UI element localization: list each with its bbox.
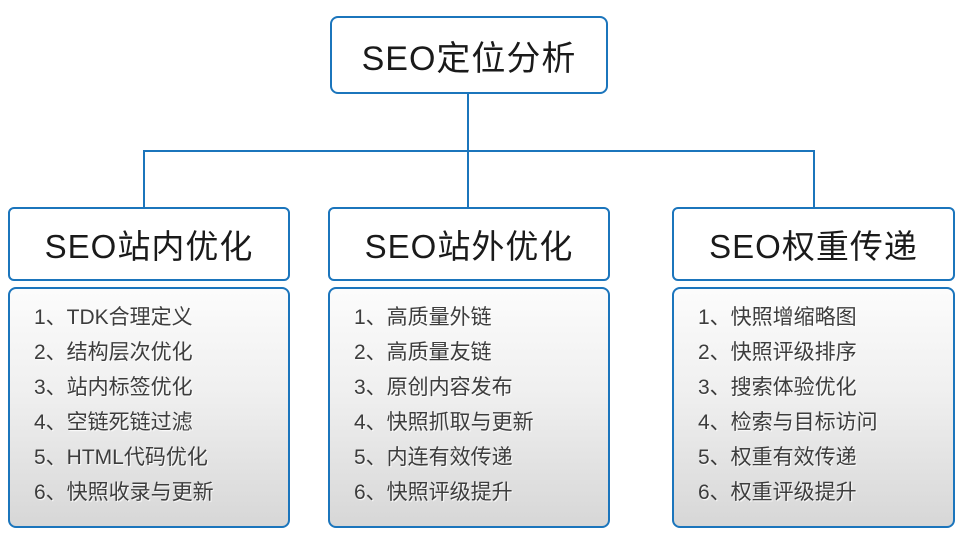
list-item: 4、空链死链过滤 xyxy=(34,411,193,434)
connector-right-drop xyxy=(813,150,815,208)
branch-header-onsite-optimization: SEO站内优化 xyxy=(8,207,290,281)
list-item: 5、权重有效传递 xyxy=(698,446,857,469)
list-item: 6、权重评级提升 xyxy=(698,481,857,504)
list-item: 2、结构层次优化 xyxy=(34,341,193,364)
connector-middle-drop xyxy=(467,150,469,208)
list-item: 5、内连有效传递 xyxy=(354,446,513,469)
branch-list-weight-transfer: 1、快照增缩略图 2、快照评级排序 3、搜索体验优化 4、检索与目标访问 5、权… xyxy=(672,287,955,528)
list-item: 3、原创内容发布 xyxy=(354,376,513,399)
list-item: 4、快照抓取与更新 xyxy=(354,411,534,434)
branch-header-offsite-optimization: SEO站外优化 xyxy=(328,207,610,281)
list-item: 5、HTML代码优化 xyxy=(34,446,208,469)
connector-root-vertical xyxy=(467,94,469,152)
list-item: 2、高质量友链 xyxy=(354,341,492,364)
root-node-seo-positioning-analysis: SEO定位分析 xyxy=(330,16,608,94)
list-item: 6、快照收录与更新 xyxy=(34,481,214,504)
branch-header-weight-transfer: SEO权重传递 xyxy=(672,207,955,281)
list-item: 6、快照评级提升 xyxy=(354,481,513,504)
branch-list-offsite-optimization: 1、高质量外链 2、高质量友链 3、原创内容发布 4、快照抓取与更新 5、内连有… xyxy=(328,287,610,528)
list-item: 3、站内标签优化 xyxy=(34,376,193,399)
connector-horizontal-bar xyxy=(143,150,815,152)
list-item: 1、快照增缩略图 xyxy=(698,306,857,329)
list-item: 2、快照评级排序 xyxy=(698,341,857,364)
list-item: 1、TDK合理定义 xyxy=(34,306,193,329)
list-item: 3、搜索体验优化 xyxy=(698,376,857,399)
list-item: 4、检索与目标访问 xyxy=(698,411,878,434)
list-item: 1、高质量外链 xyxy=(354,306,492,329)
connector-left-drop xyxy=(143,150,145,208)
branch-list-onsite-optimization: 1、TDK合理定义 2、结构层次优化 3、站内标签优化 4、空链死链过滤 5、H… xyxy=(8,287,290,528)
